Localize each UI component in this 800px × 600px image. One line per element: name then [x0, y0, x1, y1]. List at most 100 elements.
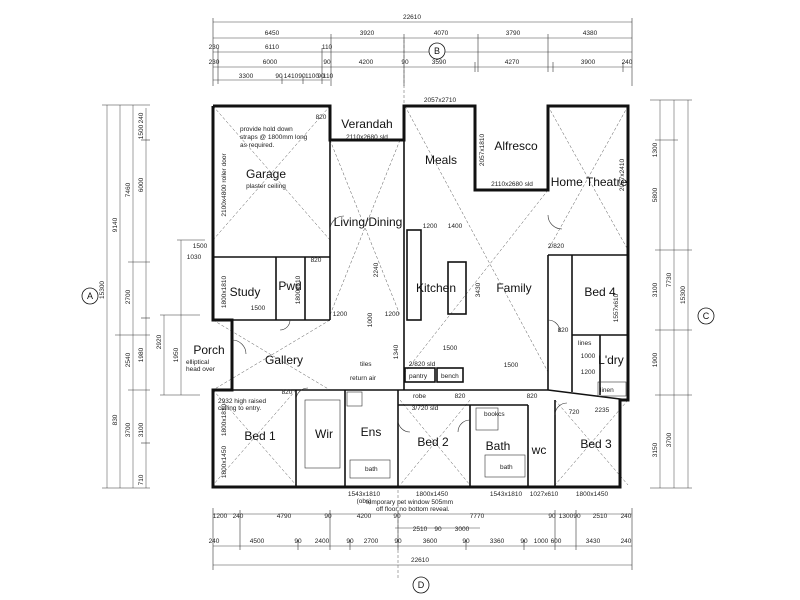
dim: 720: [569, 409, 580, 416]
dim: 1500: [504, 362, 519, 369]
dim: 6000: [138, 177, 145, 192]
dim: 6450: [265, 30, 280, 37]
dim: 4500: [250, 538, 265, 545]
dim: 90: [323, 59, 331, 66]
dim: 1300: [652, 142, 659, 157]
dim: 2920: [156, 334, 163, 349]
note: bath: [500, 464, 513, 471]
note: provide hold down: [240, 126, 293, 133]
internal-dimensions: 820 1200 1400 2240 1200 1200 1000 1340 3…: [187, 114, 610, 416]
room-porch: Porch: [193, 343, 224, 357]
axis-a-marker: A: [81, 287, 99, 305]
dim: 2700: [364, 538, 379, 545]
axis-label: C: [703, 311, 710, 321]
room-laundry: L'dry: [598, 353, 624, 367]
dim: 820: [311, 257, 322, 264]
left-dimensions: 15300 9140 830 7460 2700 2540 3700 240 1…: [99, 104, 205, 489]
dim: 6110: [265, 44, 279, 51]
note: ceiling to entry.: [218, 405, 261, 412]
opening: 1557x610: [613, 293, 620, 322]
dim: 2510: [593, 513, 608, 520]
dim: 2240: [373, 262, 380, 277]
opening: 1800x1810: [221, 276, 228, 309]
opening: 1543x1810: [348, 491, 381, 498]
dim: 1200: [385, 311, 400, 318]
dim: 240: [209, 538, 220, 545]
dim: 1500: [251, 305, 266, 312]
dim: 1500: [193, 243, 208, 250]
dim: 1410: [284, 73, 299, 80]
top-dimensions: 22610 6450 3920 4070 3790 4380 230 6110 …: [209, 14, 633, 86]
opening: 1027x610: [530, 491, 559, 498]
axis-label: B: [434, 46, 440, 56]
dim: 3920: [360, 30, 375, 37]
room-wir: Wir: [315, 427, 333, 441]
dim: 3600: [423, 538, 438, 545]
dim: 90: [346, 538, 354, 545]
dim: 110: [323, 73, 334, 80]
dim: 1500: [138, 124, 145, 139]
note: head over: [186, 366, 216, 373]
dim: 820: [527, 393, 538, 400]
note: 2932 high raised: [218, 398, 266, 405]
note: pantry: [409, 373, 428, 380]
dim: 90: [393, 513, 401, 520]
dim: 240: [138, 112, 145, 123]
right-dimensions: 1300 5800 3100 1900 3150 7730 3700 15300: [650, 99, 692, 489]
room-alfresco: Alfresco: [494, 139, 538, 153]
dim: 1400: [448, 223, 463, 230]
axis-b-marker: B: [403, 40, 446, 108]
opening: (obs): [357, 498, 372, 505]
dim: 3100: [652, 282, 659, 297]
dim: 90: [275, 73, 283, 80]
room-living-dining: Living/Dining: [334, 215, 403, 229]
dim: 2235: [595, 407, 610, 414]
bottom-total-dim: 22610: [411, 557, 429, 564]
dim: 90: [401, 59, 409, 66]
opening: 1800x1450: [576, 491, 609, 498]
opening: 2057x2410: [619, 159, 626, 192]
opening: 1800x1810: [221, 404, 228, 437]
dim: 1200: [333, 311, 348, 318]
dim: 90: [317, 73, 325, 80]
dim: 820: [558, 327, 569, 334]
opening: 2110x2680 sld: [346, 134, 388, 141]
right-total-dim: 15300: [680, 286, 687, 304]
room-labels: Garage Verandah Meals Alfresco Home Thea…: [193, 117, 627, 457]
opening: 3/720 sld: [412, 405, 439, 412]
dim: 1900: [652, 352, 659, 367]
dim: 240: [622, 59, 633, 66]
dim: 3590: [432, 59, 447, 66]
axis-c-marker: C: [697, 307, 715, 325]
dim: 4200: [359, 59, 374, 66]
room-verandah: Verandah: [341, 117, 392, 131]
plan-notes: provide hold down straps @ 1800mm long a…: [186, 126, 614, 513]
dim: 4270: [505, 59, 520, 66]
dim: 1100: [305, 73, 319, 80]
dim: 3000: [455, 526, 470, 533]
dim: 1000: [534, 538, 549, 545]
dim: 4200: [357, 513, 372, 520]
dim: 830: [112, 414, 119, 425]
room-bed4: Bed 4: [584, 285, 616, 299]
dim: 90: [520, 538, 528, 545]
dim: 3900: [581, 59, 596, 66]
dim: 600: [551, 538, 562, 545]
room-pwd: Pwd: [278, 279, 301, 293]
dim: 3700: [666, 432, 673, 447]
dim: 1980: [138, 347, 145, 362]
room-kitchen: Kitchen: [416, 281, 456, 295]
opening-labels: 2110x2680 sld 2110x2680 sld 2057x2710 20…: [221, 97, 626, 505]
dim: 820: [455, 393, 466, 400]
bottom-dimensions: 1200 240 4790 90 4200 90 7770 90 1300 90…: [209, 508, 633, 570]
interior-walls: [213, 106, 629, 487]
opening: 2/820: [548, 243, 565, 250]
dim: 90: [462, 538, 470, 545]
dim: 1000: [367, 312, 374, 327]
opening: 1800x1450: [221, 446, 228, 479]
dim: 5800: [652, 187, 659, 202]
room-wc: wc: [531, 443, 547, 457]
note: off floor no bottom reveal.: [376, 506, 450, 513]
room-bath: Bath: [486, 439, 511, 453]
note: tiles: [360, 361, 372, 368]
